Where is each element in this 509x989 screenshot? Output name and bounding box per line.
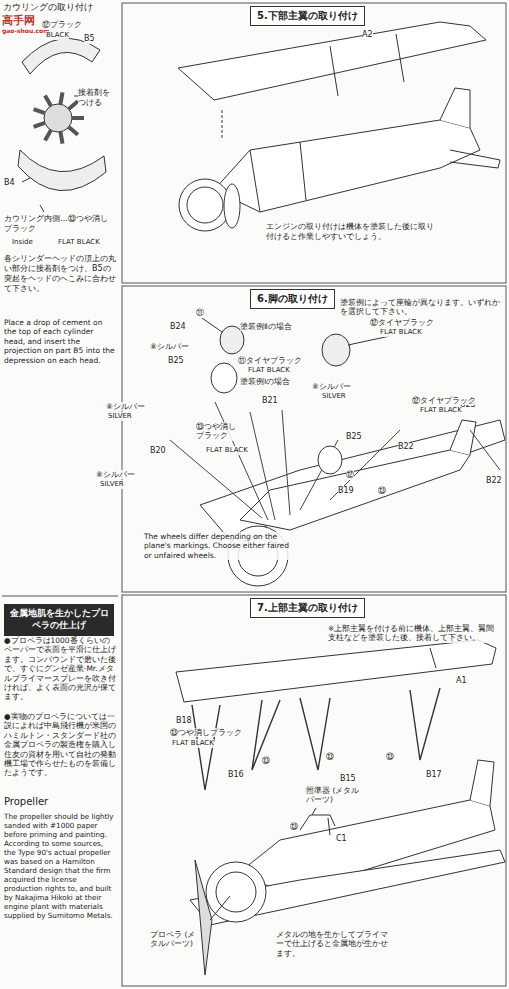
heading-text: 7.上部主翼の取り付け xyxy=(257,602,358,613)
note-text: ※上部主翼を付ける前に機体、上部主翼、翼間支柱などを塗装した後、接着して下さい。 xyxy=(328,624,502,643)
note-text: ⑧シルバー xyxy=(96,470,135,479)
part-number: A1 xyxy=(456,676,467,686)
color-callout: ⑬ xyxy=(262,756,270,766)
part-number: B21 xyxy=(262,396,278,406)
note-text: Place a drop of cement on the top of eac… xyxy=(4,318,116,365)
note-text: FLAT BLACK xyxy=(248,366,290,375)
part-number: B25 xyxy=(168,356,184,366)
note-text: ⑪タイヤブラック xyxy=(238,356,302,365)
note-text: 塗装例によって座輪が異なります。いずれかを選択して下さい。 xyxy=(340,298,502,317)
color-callout: ⑫ xyxy=(346,470,354,480)
note-text: SILVER xyxy=(108,412,132,421)
note-text: FLAT BLACK xyxy=(58,238,100,247)
heading-text: 6.脚の取り付け xyxy=(257,293,328,304)
note-text: エンジンの取り付けは機体を塗装した後に取り付けると作業しやすいでしょう。 xyxy=(266,222,441,242)
part-number: B5 xyxy=(84,34,95,44)
color-callout: ⑪ xyxy=(196,308,204,318)
step-heading: 5.下部主翼の取り付け xyxy=(250,6,365,26)
note-text: メタルの地を生かしてプライマーで仕上げると金属地が生かせます。 xyxy=(276,930,388,958)
color-callout: ⑬ xyxy=(326,752,334,762)
heading-text: カウリングの取り付け xyxy=(3,2,93,12)
part-number: B19 xyxy=(338,486,354,496)
part-number: B20 xyxy=(150,446,166,456)
color-callout: ⑬ xyxy=(386,752,394,762)
note-text: The wheels differ depending on the plane… xyxy=(144,532,290,560)
note-text: FLAT BLACK xyxy=(206,446,248,455)
note-text: FLAT BLACK xyxy=(172,739,214,748)
note-text: ⑫タイヤブラック xyxy=(370,318,434,327)
note-text: カウリング内側…⑬つや消し ブラック xyxy=(4,214,116,234)
note-text: The propeller should be lightly sanded w… xyxy=(4,812,116,920)
heading-text: 5.下部主翼の取り付け xyxy=(257,10,358,21)
step-heading: 7.上部主翼の取り付け xyxy=(250,598,365,618)
note-text: SILVER xyxy=(322,392,346,401)
note-text: 照準器 (メタルパーツ) xyxy=(306,786,366,805)
note-text: ⑫タイヤブラック xyxy=(412,396,476,405)
part-number: B18 xyxy=(176,716,192,726)
part-number: B16 xyxy=(228,770,244,780)
note-text: ⑧シルバー xyxy=(150,342,189,351)
note-text: 接着剤を つける xyxy=(78,88,116,108)
note-text: FLAT BLACK xyxy=(380,328,422,337)
color-callout: ⑬ xyxy=(378,486,386,496)
part-number: B24 xyxy=(170,322,186,332)
note-text: ⑫ブラック xyxy=(42,20,82,30)
note-text: ⑧シルバー xyxy=(312,382,351,391)
part-number: B22 xyxy=(486,476,502,486)
part-number: B4 xyxy=(4,178,15,188)
note-text: ●プロペラは1000番くらいのペーパーで表面を平滑に仕上げます。コンパウンドで磨… xyxy=(4,636,116,702)
heading: カウリングの取り付け xyxy=(3,1,93,14)
color-callout: ⑬ xyxy=(290,822,298,832)
step-heading: 6.脚の取り付け xyxy=(250,289,335,309)
section-heading: 金属地肌を生かしたプロペラの仕上げ xyxy=(4,604,114,636)
note-text: 各シリンダーヘッドの頂上の丸い部分に接着剤をつけ、B5の突起をヘッドのへこみに合… xyxy=(4,254,116,294)
note-text: ⑧シルバー xyxy=(106,402,145,411)
note-text: Inside xyxy=(12,238,33,247)
note-text: プロペラ (メタルパーツ) xyxy=(150,930,196,949)
note-text: ●実物のプロペラについては一説によれば中島飛行機が米国のハミルトン・スタンダード… xyxy=(4,712,116,778)
note-text: 塗装例Ⅰの場合 xyxy=(240,377,290,386)
part-number: B22 xyxy=(398,442,414,452)
part-number: B25 xyxy=(346,432,362,442)
note-text: FLAT BLACK xyxy=(420,406,462,415)
note-text: 高手网 xyxy=(2,14,35,28)
part-number: B15 xyxy=(340,774,356,784)
note-text: SILVER xyxy=(100,480,124,489)
note-text: ⑬つや消し ブラック xyxy=(196,422,244,441)
note-text: 塗装例Ⅱの場合 xyxy=(240,322,292,331)
part-number: A2 xyxy=(362,30,373,40)
heading-text: 金属地肌を生かしたプロペラの仕上げ xyxy=(10,608,109,630)
note-text: ⑬つや消しブラック xyxy=(170,728,242,737)
part-number: B17 xyxy=(426,770,442,780)
part-number: C1 xyxy=(336,834,347,844)
note-text: Propeller xyxy=(4,796,48,809)
note-text: BLACK xyxy=(46,31,69,40)
